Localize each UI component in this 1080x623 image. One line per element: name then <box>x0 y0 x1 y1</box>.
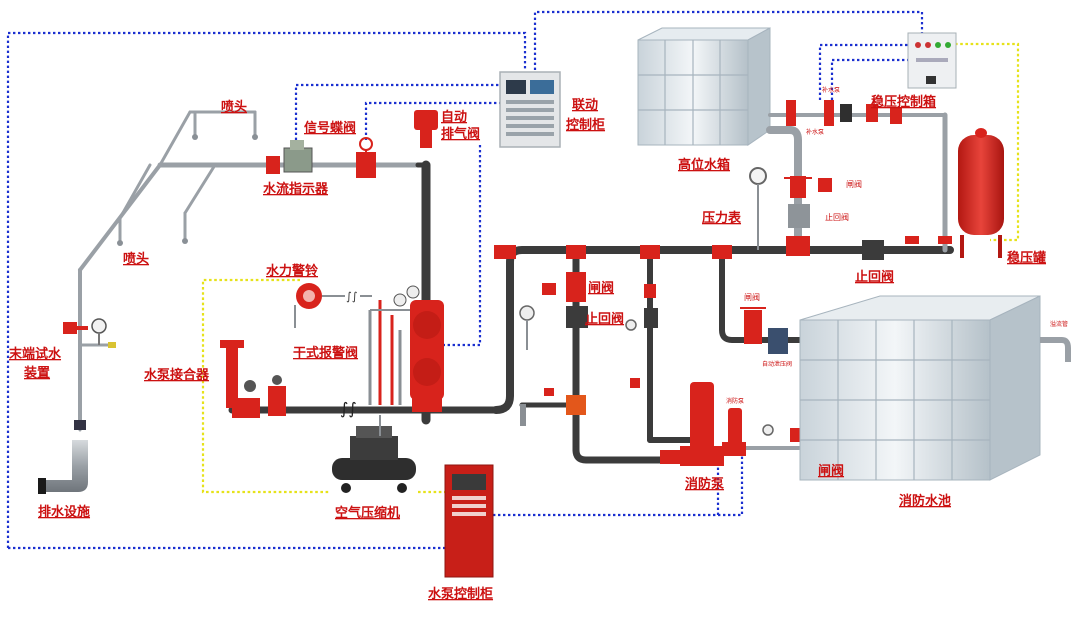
label-air-compressor: 空气压缩机 <box>335 505 400 521</box>
label-flow-indicator: 水流指示器 <box>263 181 329 197</box>
auto-relief-valve <box>768 328 788 354</box>
signal-butterfly-valve <box>356 137 376 178</box>
label-makeup-pump-2: 补水泵 <box>806 128 824 136</box>
pressure-gauge <box>749 167 767 250</box>
air-compressor <box>332 415 416 493</box>
label-fire-pump-small: 消防泵 <box>726 397 744 405</box>
label-fire-pool: 消防水池 <box>899 493 951 509</box>
water-flow-indicator <box>266 140 313 174</box>
label-linkage-cabinet-1: 联动 <box>572 98 598 113</box>
label-end-test-2: 装置 <box>23 365 50 381</box>
label-gate-valve-mid: 闸阀 <box>588 280 614 296</box>
label-pump-adapter: 水泵接合器 <box>144 367 210 383</box>
fire-pump-small <box>722 408 746 456</box>
check-valve-right <box>862 236 952 260</box>
sprinkler-head-mid <box>117 238 188 246</box>
label-check-valve-small-1: 止回阀 <box>825 212 849 222</box>
pressure-control-box <box>907 32 957 89</box>
label-auto-vent-2: 排气阀 <box>441 126 480 142</box>
label-overflow-pipe: 溢流管 <box>1050 320 1068 328</box>
auto-vent-valve <box>414 110 438 148</box>
label-dry-alarm-valve: 干式报警阀 <box>293 345 358 361</box>
water-alarm-bell: ∫∫ <box>294 283 372 328</box>
label-sprinkler-mid: 喷头 <box>123 251 149 267</box>
dry-alarm-valve <box>368 285 444 412</box>
label-gate-valve-small-2: 闸阀 <box>744 293 760 302</box>
power-wiring <box>201 42 1020 494</box>
linkage-control-cabinet <box>499 71 561 148</box>
label-fire-pump: 消防泵 <box>685 476 724 492</box>
label-check-valve-right: 止回阀 <box>855 269 894 285</box>
label-water-alarm-bell: 水力警铃 <box>266 263 318 279</box>
mid-piping <box>519 246 803 464</box>
pressure-tank <box>958 128 1004 258</box>
label-drain-facility: 排水设施 <box>38 504 90 520</box>
makeup-pump-unit <box>786 100 902 126</box>
label-sprinkler-top: 喷头 <box>221 99 247 115</box>
label-pressure-cabinet: 稳压控制箱 <box>871 94 936 110</box>
label-pressure-gauge: 压力表 <box>702 210 742 226</box>
svg-text:∫∫: ∫∫ <box>346 290 357 303</box>
label-auto-relief-valve: 自动泄压阀 <box>762 360 792 368</box>
label-pump-cabinet: 水泵控制柜 <box>428 586 493 602</box>
label-high-tank: 高位水箱 <box>678 157 730 173</box>
drain-facility <box>38 440 88 494</box>
pump-control-cabinet <box>444 464 494 578</box>
label-makeup-pump-1: 补水泵 <box>822 86 840 94</box>
gate-valve-small-1 <box>784 176 832 198</box>
labels: 喷头 喷头 信号蝶阀 水流指示器 自动 排气阀 联动 控制柜 高位水箱 稳压控制… <box>8 86 1068 602</box>
label-linkage-cabinet-2: 控制柜 <box>566 117 605 133</box>
label-gate-valve-bottom: 闸阀 <box>818 463 844 479</box>
svg-text:∫∫: ∫∫ <box>340 399 357 418</box>
check-valve-small-1 <box>786 204 810 256</box>
label-gate-valve-small-1: 闸阀 <box>846 180 862 189</box>
gate-valve-small-2 <box>740 307 766 344</box>
high-level-water-tank <box>637 27 771 146</box>
sprinkler-head-top <box>192 134 258 140</box>
fire-pump <box>660 382 724 466</box>
end-test-device <box>63 318 116 430</box>
label-auto-vent-1: 自动 <box>441 109 467 125</box>
label-signal-valve: 信号蝶阀 <box>304 120 356 136</box>
pump-adapter <box>220 340 286 418</box>
fire-water-pool <box>799 295 1071 481</box>
mid-valves <box>494 245 732 426</box>
tank-outlet-piping <box>766 112 948 254</box>
pipe-break-marks: ∫∫ <box>340 399 357 418</box>
signal-wiring <box>6 10 924 550</box>
label-check-valve-mid: 止回阀 <box>585 311 624 327</box>
label-end-test-1: 末端试水 <box>8 346 62 362</box>
label-pressure-tank: 稳压罐 <box>1007 250 1046 266</box>
